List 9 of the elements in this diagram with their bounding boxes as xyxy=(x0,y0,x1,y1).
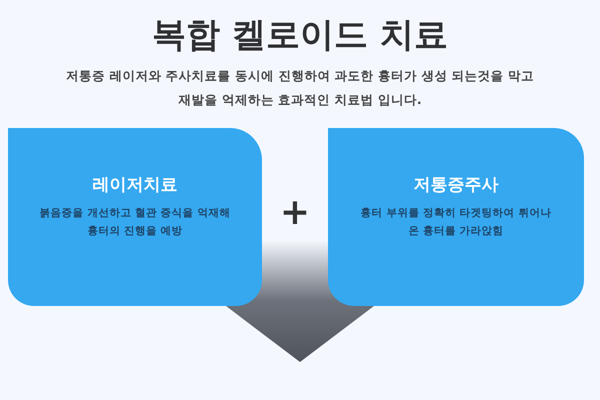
card-heading: 레이저치료 xyxy=(92,174,178,196)
card-description: 흉터 부위를 정확히 타겟팅하여 튀어나온 흉터를 가라앉힘 xyxy=(360,206,552,239)
title: 복합 켈로이드 치료 xyxy=(151,14,449,57)
treatment-card xyxy=(8,128,262,306)
subtitle: 저통증 레이저와 주사치료를 동시에 진행하여 과도한 흉터가 생성 되는것을 막고 재발을 억제하는 효과적인 치료법 입니다. xyxy=(64,67,536,109)
treatment-card xyxy=(328,128,584,306)
card-heading: 저통증주사 xyxy=(412,174,500,196)
card-description: 붉음증을 개선하고 혈관 증식을 억재해 흉터의 진행을 예방 xyxy=(38,206,232,239)
plus-sign: + xyxy=(279,193,311,233)
